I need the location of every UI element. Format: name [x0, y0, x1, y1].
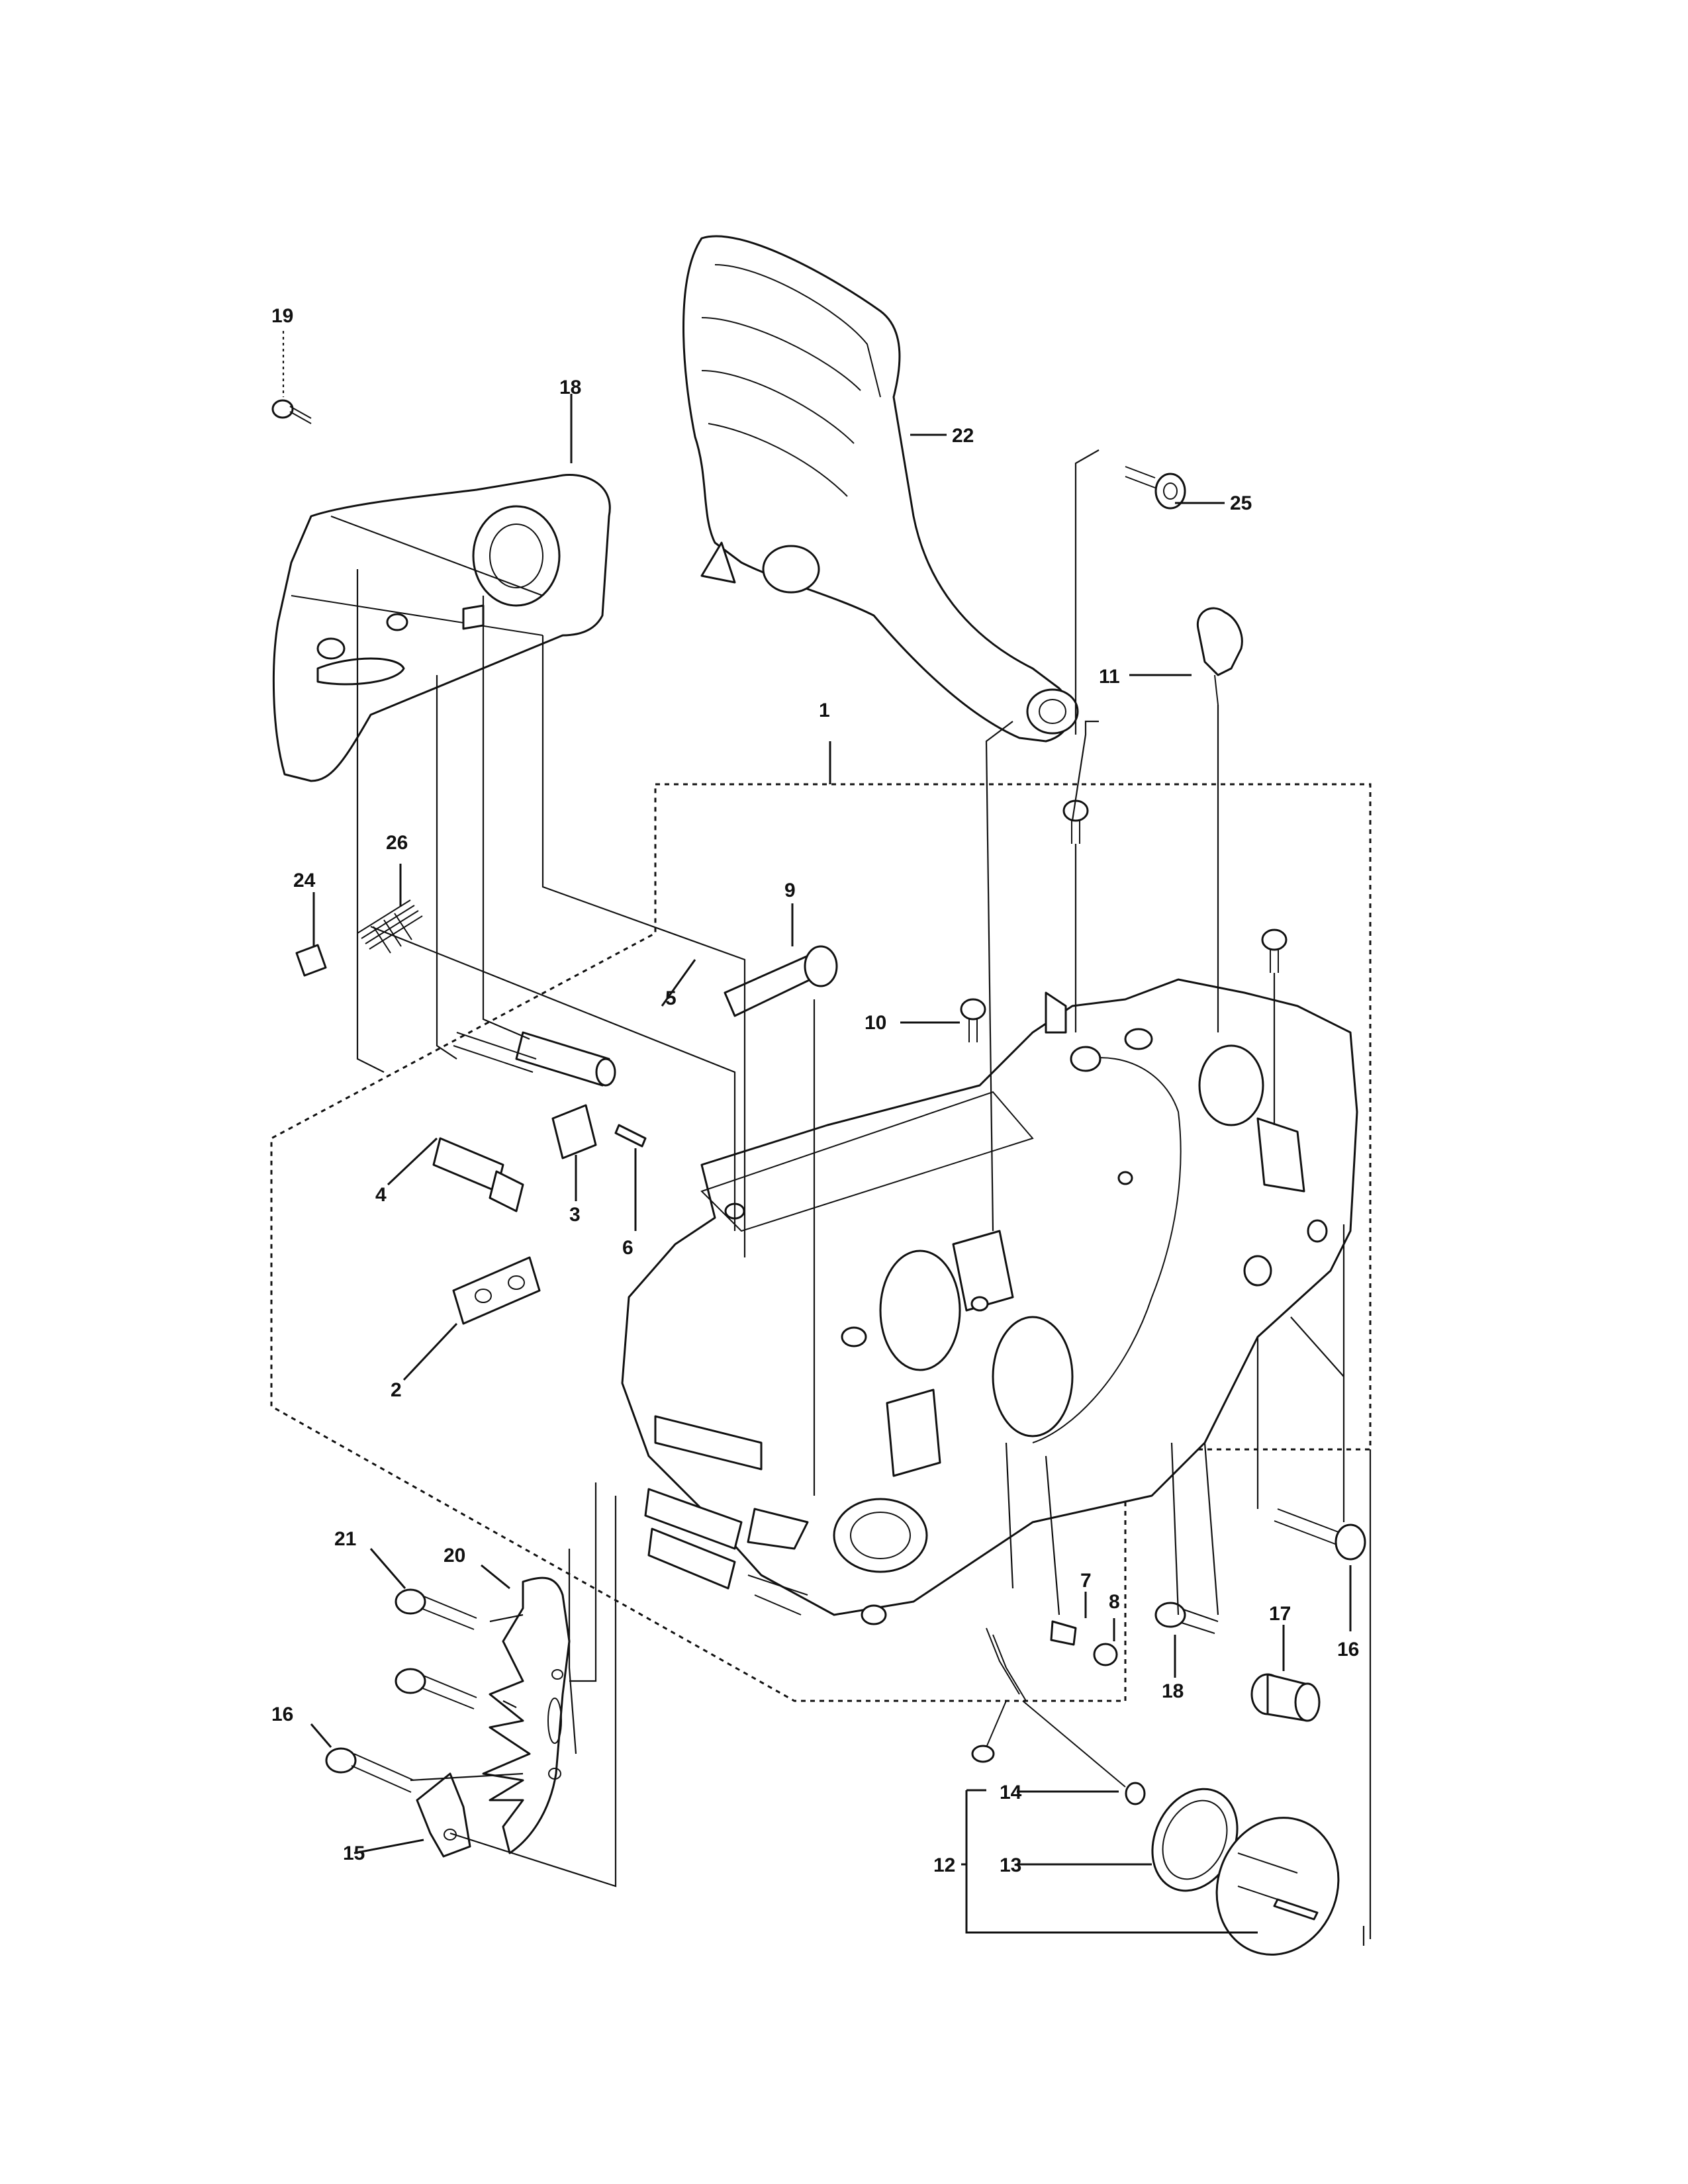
callout-25: 25: [1230, 492, 1252, 514]
callout-26: 26: [386, 832, 408, 854]
callout-12: 12: [933, 1854, 955, 1876]
callout-8: 8: [1109, 1591, 1120, 1613]
callout-24: 24: [293, 870, 316, 891]
screw-top-1-part: [1062, 799, 1089, 844]
bolt-4-part: [432, 1032, 537, 1212]
fuel-cap-12-part: [1215, 1817, 1340, 1956]
crankcase-part: [621, 978, 1358, 1625]
pin-6-part: [614, 1124, 647, 1148]
screw-22b-part: [395, 1668, 477, 1709]
plate-3-part: [551, 1104, 597, 1160]
screw-16-right-part: [1274, 1508, 1366, 1561]
callouts: 19 18 22 25 11 1 26 24 9 10 5 4 3 6 2 21…: [271, 305, 1359, 1876]
spike-bar-21-part: [482, 1576, 571, 1854]
nut-24-part: [295, 944, 327, 977]
callout-15: 15: [343, 1843, 365, 1864]
callout-18: 18: [1162, 1680, 1184, 1702]
callout-22: 21: [334, 1528, 356, 1550]
bolt-25-part: [1125, 466, 1186, 510]
callout-5: 5: [665, 987, 677, 1009]
pin-9-part: [724, 945, 838, 1017]
callout-7: 7: [1080, 1570, 1092, 1592]
screw-20-part: [271, 399, 312, 424]
pin-5-part: [515, 1031, 616, 1087]
chain-brake-handle-part: [682, 235, 1079, 743]
filter-hose-14-part: [971, 1627, 1146, 1805]
callout-16-left: 16: [271, 1704, 293, 1725]
leader-lines: [282, 331, 1372, 1946]
part-8: [1093, 1643, 1118, 1666]
bolt-18-part: [1154, 1602, 1219, 1634]
callout-17: 17: [1269, 1603, 1291, 1625]
screw-top-2-part: [1261, 929, 1288, 973]
screw-22-part: [395, 1588, 477, 1630]
spring-26-part: [357, 899, 423, 954]
callout-1: 1: [819, 700, 830, 721]
callout-16-right: 16: [1337, 1639, 1359, 1661]
clamp-11-part: [1196, 607, 1243, 705]
plate-2-part: [452, 1256, 541, 1325]
screw-10-part: [960, 998, 986, 1042]
callout-20: 19: [271, 305, 293, 327]
callout-3: 3: [569, 1204, 581, 1226]
tab-15-part: [416, 1772, 471, 1858]
callout-21: 20: [444, 1545, 465, 1567]
callout-13: 13: [1000, 1854, 1021, 1876]
bushing-17-part: [1250, 1673, 1321, 1722]
callout-23: 22: [952, 425, 974, 447]
callout-9: 9: [784, 880, 796, 901]
callout-4: 4: [375, 1184, 387, 1206]
assembly-boundary: [270, 783, 1372, 1702]
callout-14: 14: [1000, 1782, 1022, 1803]
screw-16-left-part: [325, 1747, 414, 1793]
callout-10: 10: [865, 1012, 886, 1034]
callout-19: 18: [559, 377, 581, 398]
clutch-cover-part: [272, 474, 611, 782]
callout-11: 11: [1099, 666, 1120, 688]
callout-2: 2: [391, 1379, 402, 1401]
part-7: [1050, 1620, 1077, 1646]
callout-6: 6: [622, 1237, 633, 1259]
